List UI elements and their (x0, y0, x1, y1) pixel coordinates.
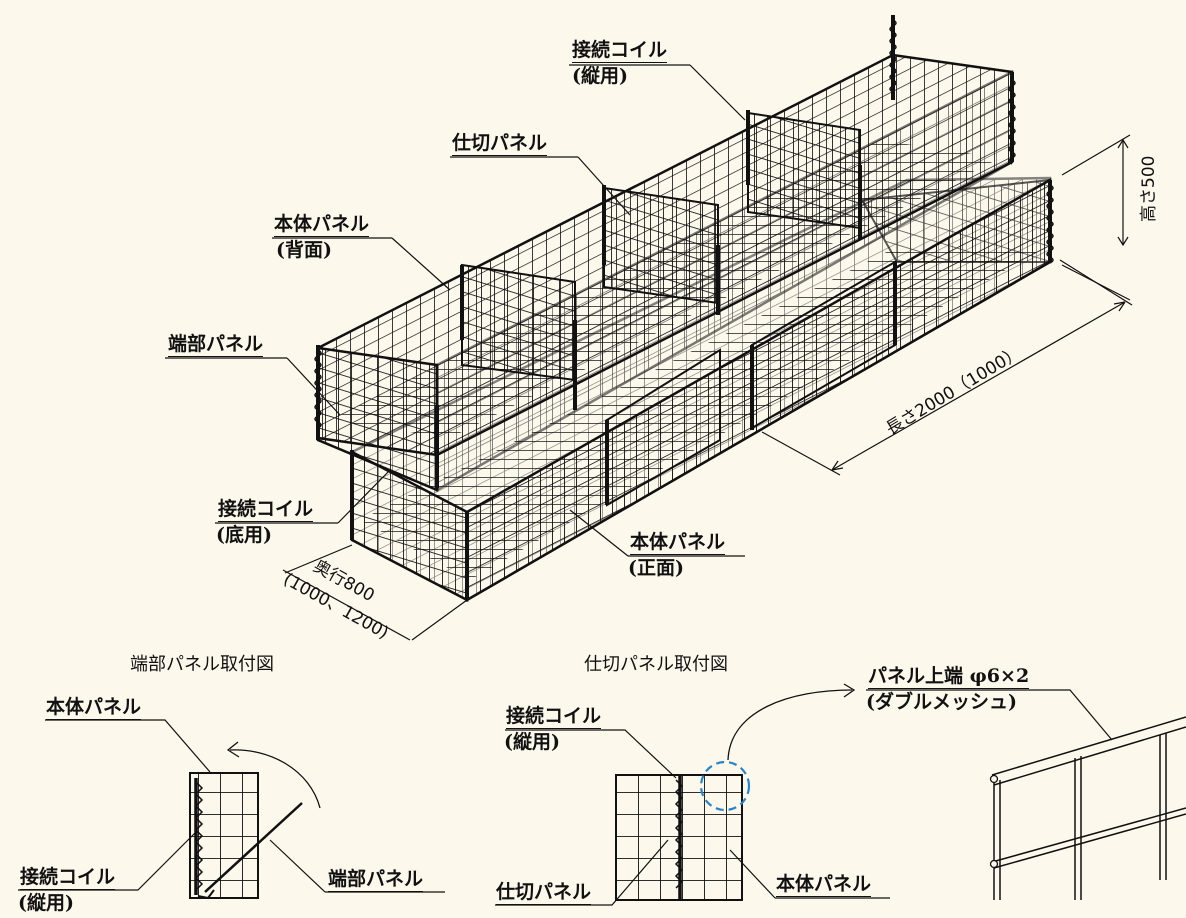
label-partition-top: 仕切パネル (452, 132, 548, 156)
detail-end-body-panel-label: 本体パネル (46, 696, 142, 720)
label-text: 本体パネル (274, 213, 370, 237)
label-coil-vertical-top: 接続コイル (572, 39, 668, 63)
detail-partition-drawing (495, 683, 890, 906)
detail-partition-coil-label: 接続コイル (506, 705, 602, 729)
label-text: パネル上端 φ6×2 (868, 665, 1030, 689)
detail-partition-partition-label: 仕切パネル (496, 881, 592, 905)
label-body-front: 本体パネル (630, 531, 726, 555)
label-text: 接続コイル (506, 705, 602, 729)
label-coil-bottom-sub: (底用) (216, 524, 272, 546)
label-text: 本体パネル (776, 873, 872, 897)
caption-partition-detail: 仕切パネル取付図 (584, 654, 728, 675)
detail-partition-body-panel-label: 本体パネル (776, 873, 872, 897)
detail-top-sub-label: (ダブルメッシュ) (866, 691, 1017, 713)
label-text: 仕切パネル (496, 881, 592, 905)
label-end-panel-top: 端部パネル (168, 333, 264, 357)
label-coil-vertical-top-sub: (縦用) (572, 65, 628, 87)
detail-top-rail-drawing (866, 689, 1186, 900)
detail-end-panel-drawing (18, 719, 445, 900)
leader-lines (165, 64, 746, 557)
coil-spirals (314, 19, 1054, 429)
label-text: 端部パネル (168, 333, 264, 357)
label-text: 接続コイル (572, 39, 668, 63)
label-body-back: 本体パネル (274, 213, 370, 237)
label-text: 接続コイル (20, 866, 116, 890)
label-text: 本体パネル (630, 531, 726, 555)
caption-end-panel-detail: 端部パネル取付図 (130, 654, 274, 675)
label-text: 仕切パネル (452, 132, 548, 156)
dimension-lines (282, 134, 1133, 641)
detail-end-coil-sub-label: (縦用) (18, 892, 74, 914)
detail-top-title-label: パネル上端 φ6×2 (868, 665, 1030, 689)
label-text: 接続コイル (218, 498, 314, 522)
height-dimension-label: 高さ500 (1139, 155, 1159, 222)
label-coil-bottom: 接続コイル (218, 498, 314, 522)
label-text: 端部パネル (328, 868, 424, 892)
detail-partition-coil-sub-label: (縦用) (504, 731, 560, 753)
detail-end-end-panel-label: 端部パネル (328, 868, 424, 892)
label-text: 本体パネル (46, 696, 142, 720)
detail-end-coil-label: 接続コイル (20, 866, 116, 890)
label-body-back-sub: (背面) (276, 239, 332, 261)
label-body-front-sub: (正面) (628, 557, 684, 579)
